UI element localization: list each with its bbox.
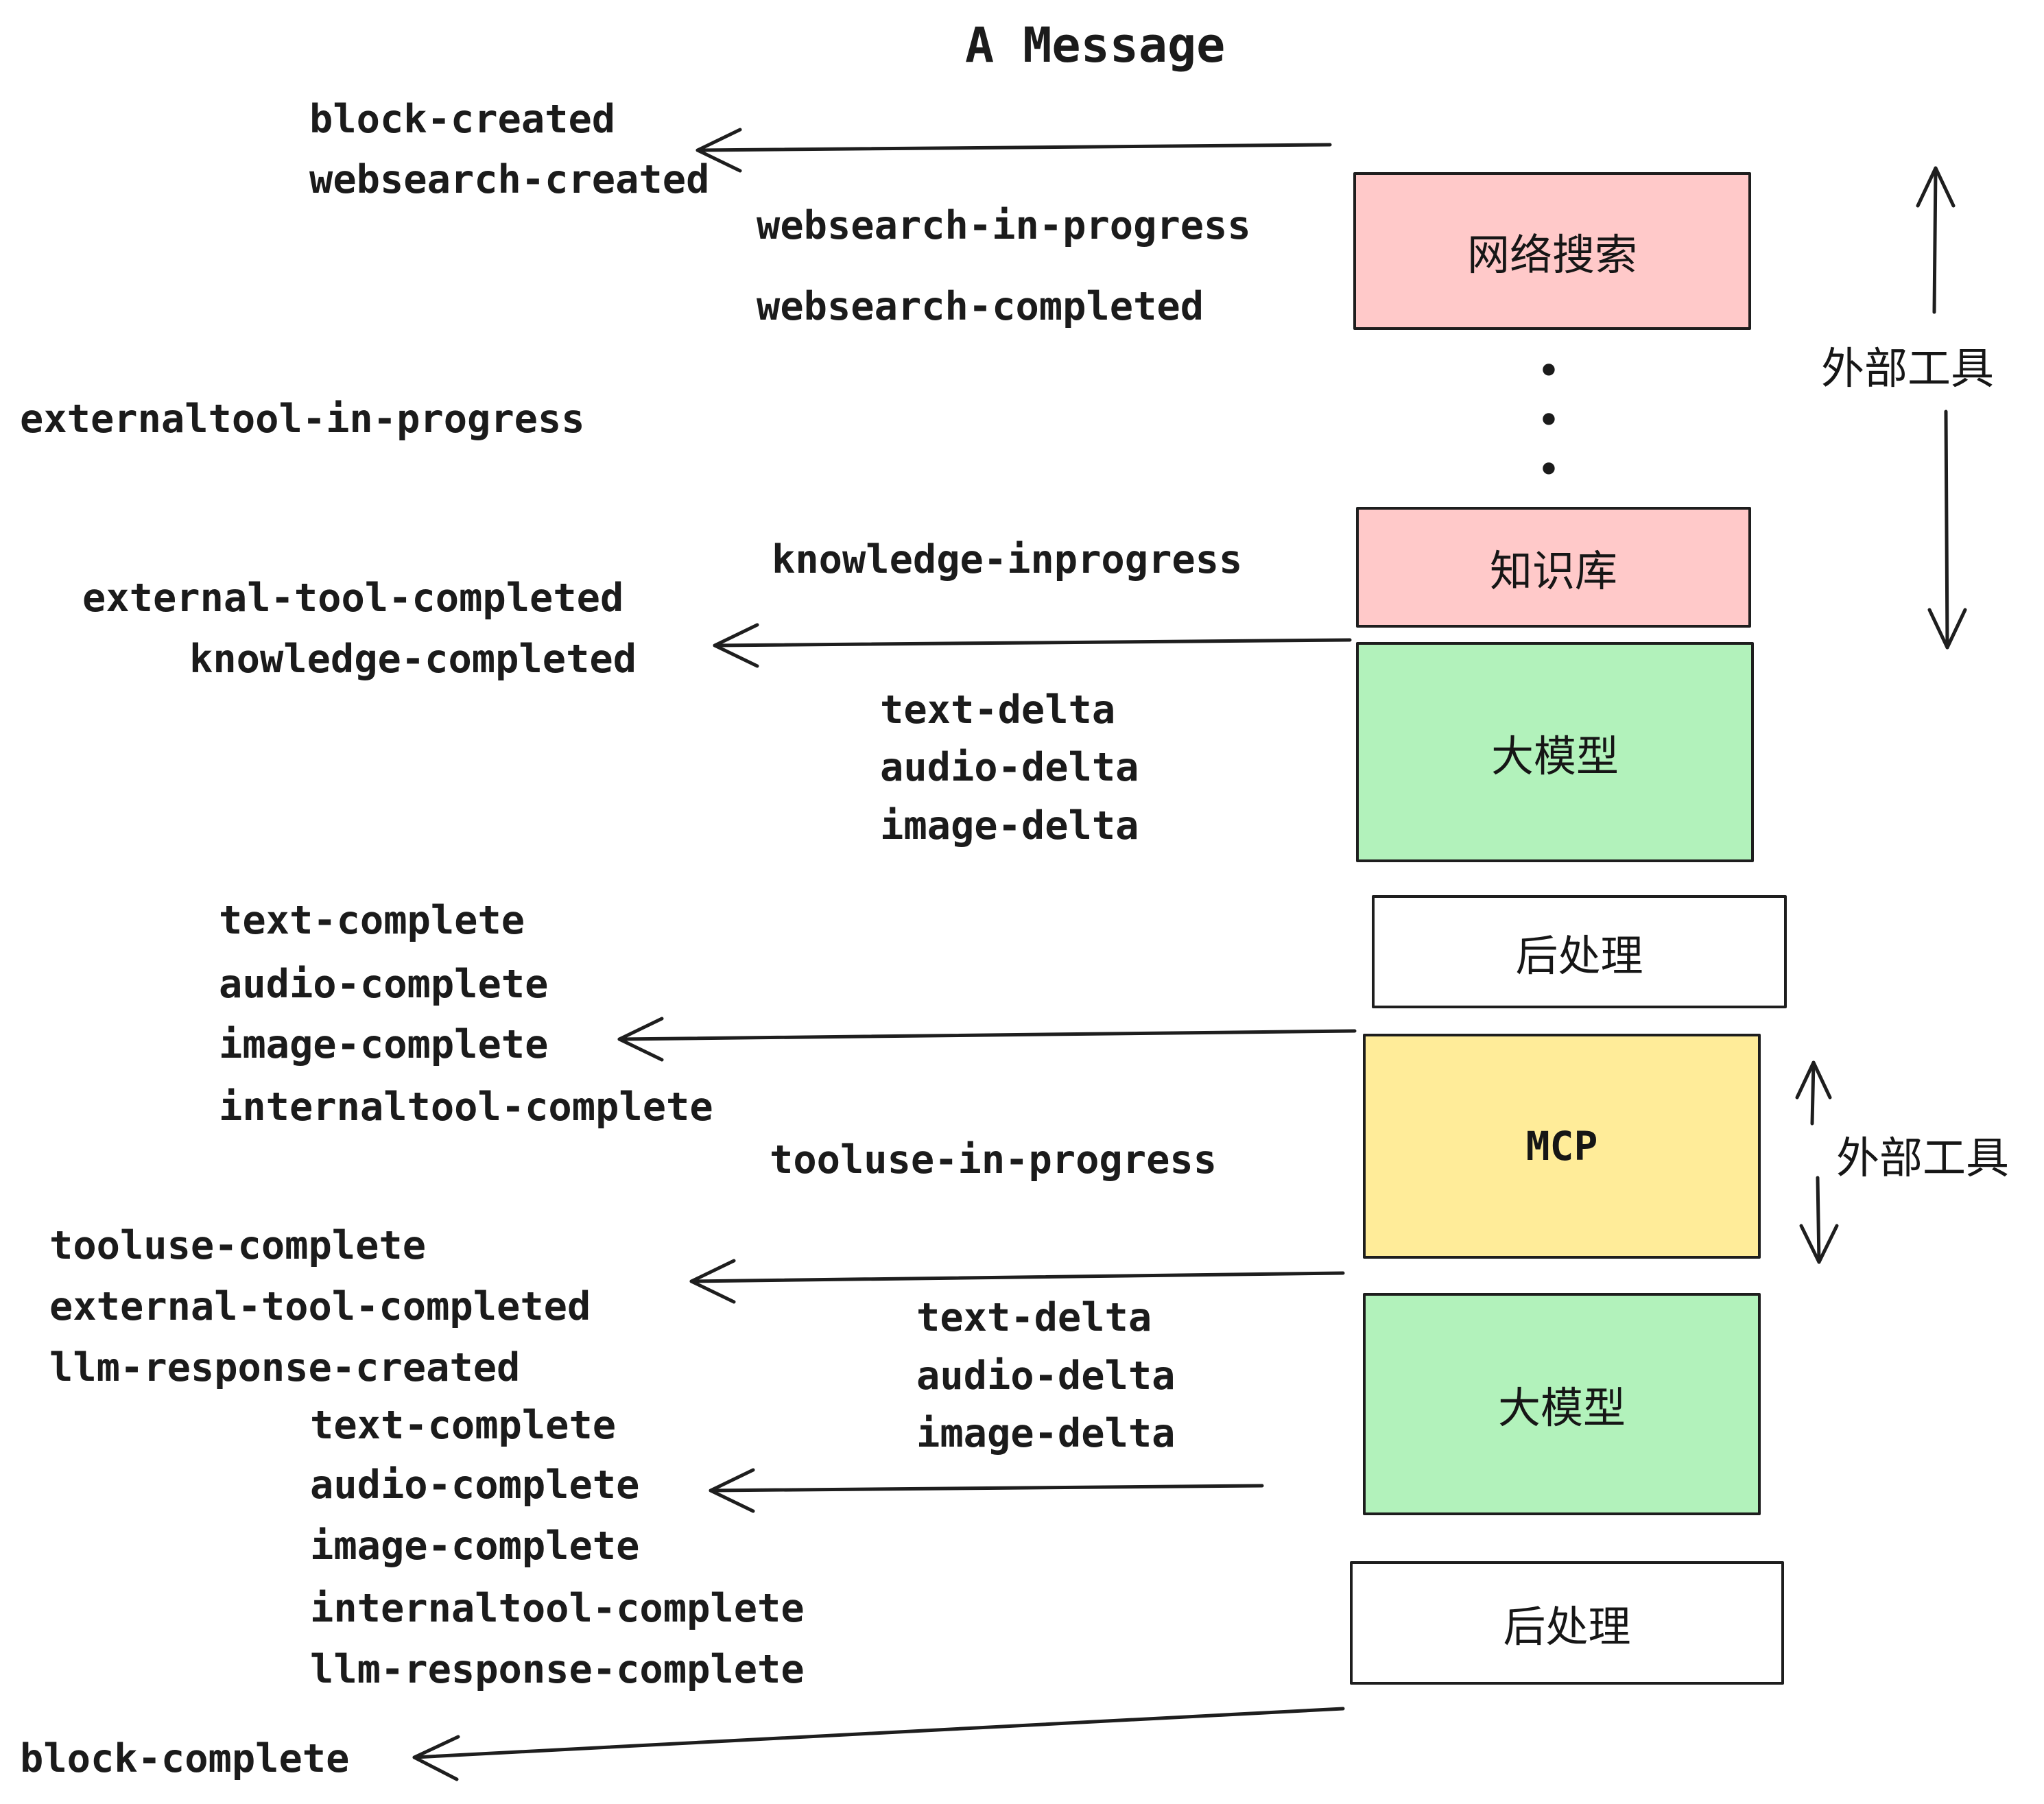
event-label-text-delta-2: text-delta: [916, 1295, 1152, 1340]
box-post-processing-1: 后处理: [1372, 895, 1787, 1008]
box-llm-1: 大模型: [1356, 642, 1754, 862]
ellipsis-dot: •: [1536, 396, 1561, 444]
box-knowledge: 知识库: [1356, 507, 1751, 628]
arrow-mcp-to-tooluse-complete: [689, 1259, 1345, 1304]
event-label-block-created: block-created: [309, 97, 616, 142]
event-label-image-delta-2: image-delta: [916, 1411, 1176, 1456]
box-llm-2: 大模型: [1363, 1293, 1761, 1515]
box-mcp: MCP: [1363, 1034, 1761, 1259]
event-label-llm-response-complete: llm-response-complete: [310, 1647, 805, 1692]
box-llm-2-label: 大模型: [1497, 1385, 1626, 1432]
event-label-websearch-completed: websearch-completed: [757, 284, 1204, 329]
event-label-text-complete-1: text-complete: [219, 898, 525, 943]
event-label-knowledge-inprogress: knowledge-inprogress: [772, 537, 1243, 582]
arrow-knowledge-to-knowledge-completed: [713, 623, 1352, 668]
event-label-knowledge-completed: knowledge-completed: [189, 637, 637, 682]
ellipsis-dots: • • •: [1528, 346, 1569, 495]
box-post-processing-2: 后处理: [1350, 1561, 1784, 1685]
arrow-post1-to-image-complete: [617, 1017, 1357, 1062]
arrow-external-tools-top-up: [1916, 166, 1956, 314]
event-label-external-tool-completed-1: external-tool-completed: [82, 575, 624, 621]
external-tools-label-mid: 外部工具: [1836, 1135, 2009, 1183]
event-label-internaltool-complete-2: internaltool-complete: [310, 1586, 805, 1631]
arrow-external-tools-mid-down: [1799, 1176, 1839, 1264]
event-label-internaltool-complete-1: internaltool-complete: [219, 1084, 713, 1130]
event-label-text-complete-2: text-complete: [310, 1403, 617, 1448]
box-post-processing-2-label: 后处理: [1503, 1604, 1631, 1651]
ellipsis-dot: •: [1536, 446, 1561, 494]
event-label-image-complete-2: image-complete: [310, 1523, 640, 1569]
arrow-external-tools-top-down: [1927, 410, 1967, 650]
event-label-audio-delta-2: audio-delta: [916, 1353, 1176, 1399]
arrow-post2-to-block-complete: [412, 1707, 1345, 1781]
box-llm-1-label: 大模型: [1490, 733, 1619, 781]
box-mcp-label: MCP: [1525, 1123, 1598, 1170]
event-label-text-delta-1: text-delta: [880, 687, 1116, 733]
box-websearch: 网络搜索: [1353, 172, 1751, 330]
event-label-llm-response-created: llm-response-created: [49, 1345, 521, 1390]
ellipsis-dot: •: [1536, 347, 1561, 395]
event-label-image-complete-1: image-complete: [219, 1022, 549, 1067]
arrow-websearch-to-block-created: [696, 128, 1332, 173]
external-tools-label-top: 外部工具: [1821, 345, 1994, 393]
event-label-websearch-in-progress: websearch-in-progress: [757, 203, 1251, 248]
event-label-externaltool-in-progress: externaltool-in-progress: [20, 396, 585, 442]
diagram-title: A Message: [965, 17, 1226, 73]
event-label-audio-complete-2: audio-complete: [310, 1462, 640, 1508]
event-label-tooluse-in-progress: tooluse-in-progress: [770, 1137, 1217, 1183]
event-label-tooluse-complete: tooluse-complete: [49, 1223, 427, 1268]
event-label-external-tool-completed-2: external-tool-completed: [49, 1284, 591, 1329]
event-label-block-complete: block-complete: [20, 1736, 350, 1781]
box-websearch-label: 网络搜索: [1466, 232, 1637, 279]
event-label-websearch-created: websearch-created: [309, 157, 710, 202]
box-post-processing-1-label: 后处理: [1515, 932, 1643, 980]
event-label-image-delta-1: image-delta: [880, 803, 1139, 848]
arrow-llm2-to-audio-complete: [709, 1468, 1264, 1513]
event-label-audio-delta-1: audio-delta: [880, 745, 1139, 790]
arrow-external-tools-mid-up: [1795, 1060, 1832, 1126]
event-label-audio-complete-1: audio-complete: [219, 962, 549, 1007]
box-knowledge-label: 知识库: [1489, 548, 1617, 595]
